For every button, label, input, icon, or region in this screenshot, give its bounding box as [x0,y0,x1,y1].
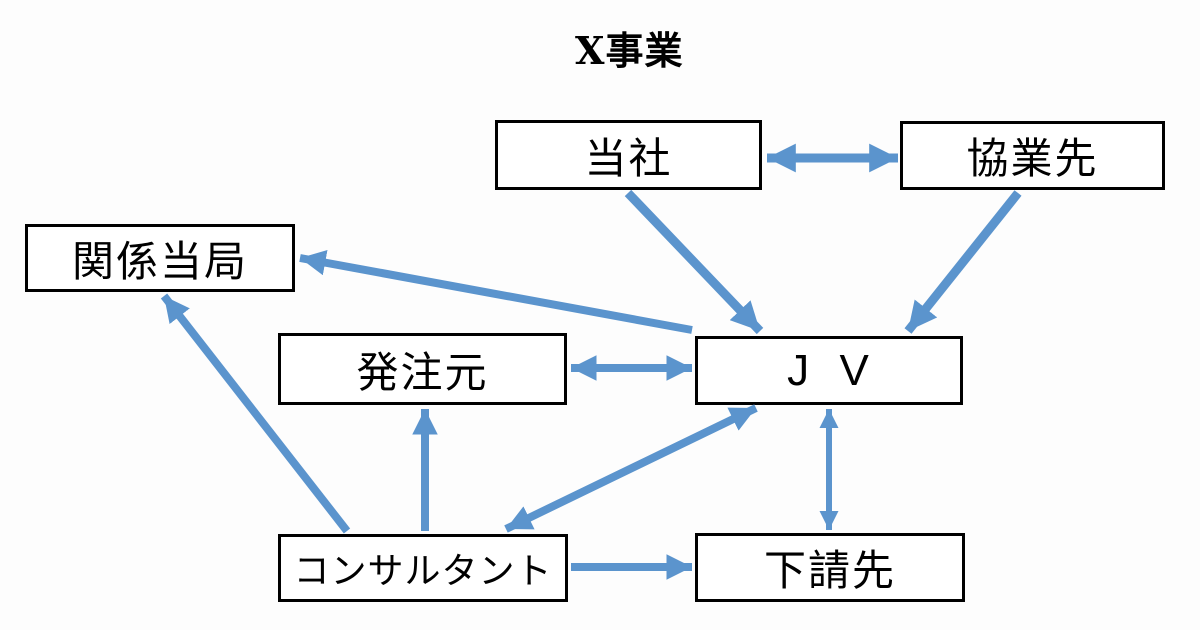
arrow-our-company-to-jv [624,189,764,335]
node-authorities-label: 関係当局 [71,237,248,285]
node-our-company: 当社 [495,120,762,190]
arrow-jv-to-authorities [299,250,693,334]
node-authorities: 関係当局 [25,224,295,292]
node-consultant: コンサルタント [278,534,568,602]
arrow-partner-to-jv [904,190,1022,334]
node-orderer-label: 発注元 [356,348,489,396]
node-our-company-label: 当社 [584,134,673,182]
arrow-jv-consultant [504,404,758,533]
node-subcontractor: 下請先 [695,533,965,602]
node-jv: J V [695,336,963,405]
node-partner: 協業先 [900,121,1165,190]
node-partner-label: 協業先 [966,135,1099,182]
node-subcontractor-label: 下請先 [763,547,896,594]
node-jv-label: J V [787,345,871,395]
node-consultant-label: コンサルタント [293,550,553,591]
arrow-consultant-to-authorities [160,293,351,534]
node-orderer: 発注元 [278,333,567,405]
diagram-title: X事業 [575,28,684,73]
